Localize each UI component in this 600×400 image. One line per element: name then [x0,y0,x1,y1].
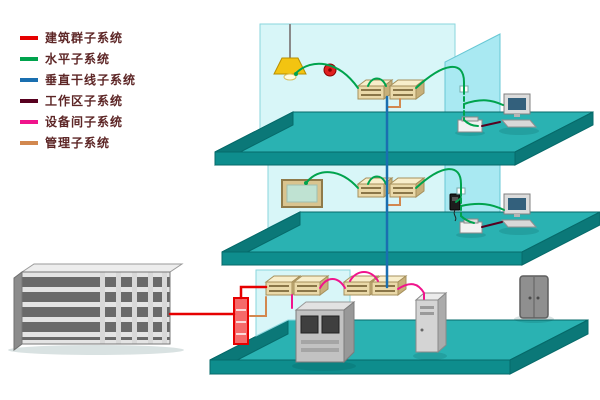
legend-swatch [20,119,38,124]
legend-item: 建筑群子系统 [20,30,136,45]
riser-box [233,297,249,345]
floor-3 [214,23,594,166]
campus-building-icon [8,263,184,355]
legend-item-label: 垂直干线子系统 [45,73,137,87]
equipment-cabinet [292,300,356,371]
legend-swatch [20,140,38,145]
legend-item: 工作区子系统 [20,93,136,108]
legend-item-label: 水平子系统 [45,52,111,66]
computer-icon [499,193,539,235]
patch-panel [388,79,426,100]
legend-item-label: 设备间子系统 [45,115,124,129]
campus-cable [239,285,268,300]
printer-icon [455,116,485,136]
legend-item-label: 管理子系统 [45,136,111,150]
horizontal-cables [294,62,504,127]
legend-swatch [20,98,38,103]
patch-panel [388,177,426,198]
computer-icon [499,93,539,135]
equipment-room-cables [291,271,425,309]
floor-1 [209,269,589,375]
legend-item: 水平子系统 [20,51,136,66]
legend-item-label: 工作区子系统 [45,94,124,108]
legend-swatch [20,77,38,82]
workarea-cable [481,221,503,228]
legend-item: 管理子系统 [20,135,136,150]
management-cable [387,196,401,206]
legend-swatch [20,35,38,40]
wall-board-icon [281,179,323,208]
legend-item: 垂直干线子系统 [20,72,136,87]
management-cable [249,296,267,317]
legend: 建筑群子系统 水平子系统 垂直干线子系统 工作区子系统 设备间子系统 管理子系统 [20,30,136,150]
workarea-cable [481,121,501,127]
door-icon [514,275,554,323]
legend-swatch [20,56,38,61]
management-cable [387,98,401,108]
legend-item-label: 建筑群子系统 [45,31,124,45]
legend-item: 设备间子系统 [20,114,136,129]
horizontal-cables [304,168,505,224]
patch-panel [370,275,408,296]
patch-panel [292,275,330,296]
